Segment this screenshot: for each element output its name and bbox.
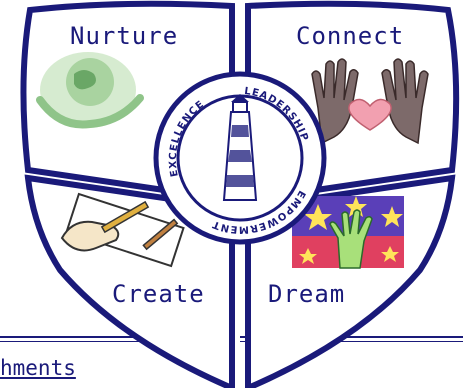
seal-word-excellence: EXCELLENCE <box>168 99 206 178</box>
svg-text:EXCELLENCE: EXCELLENCE <box>168 99 207 178</box>
seal-word-empowerment: EMPOWERMENT <box>211 188 307 234</box>
seal-word-leadership: LEADERSHIP <box>244 86 309 143</box>
svg-text:EMPOWERMENT: EMPOWERMENT <box>211 188 308 234</box>
label-create: Create <box>112 280 205 308</box>
open-hands-with-heart-icon <box>311 58 429 145</box>
svg-text:LEADERSHIP: LEADERSHIP <box>244 86 310 143</box>
rule-line <box>0 336 200 338</box>
seal-emblem <box>153 71 327 245</box>
hand-reaching-for-stars-icon <box>292 196 404 269</box>
label-nurture: Nurture <box>70 22 179 50</box>
rule-line <box>240 341 463 342</box>
achievements-link[interactable]: hments <box>0 356 76 380</box>
earth-globe-in-hands-icon <box>36 52 144 129</box>
lighthouse-icon <box>222 94 258 201</box>
label-dream: Dream <box>268 280 346 308</box>
hand-writing-with-pencil-icon <box>60 192 185 268</box>
rule-line <box>0 341 200 342</box>
label-connect: Connect <box>296 22 405 50</box>
rule-line <box>240 336 463 338</box>
